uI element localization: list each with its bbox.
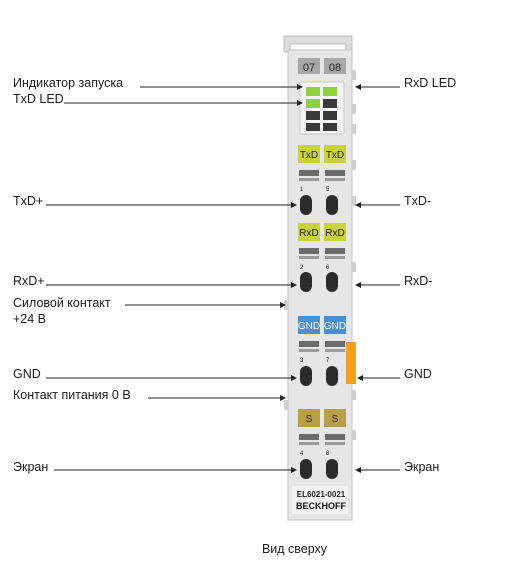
brand-name: BECKHOFF — [296, 501, 346, 511]
plate-rxd-1 — [298, 223, 320, 241]
top-clip — [283, 35, 353, 53]
plate-txd-1 — [298, 145, 320, 163]
label-rxd-led: RxD LED — [404, 76, 457, 90]
label-shield-right: Экран — [404, 460, 440, 474]
led-rxd — [323, 87, 337, 96]
label-txd-plus: TxD+ — [13, 194, 44, 208]
pin-number-8: 8 — [326, 451, 330, 457]
plate-text-gnd-2: GND — [324, 321, 346, 332]
label-power-contact-voltage: +24 В — [13, 312, 47, 326]
pin-number-3: 3 — [300, 358, 304, 364]
plate-text-gnd-1: GND — [298, 321, 320, 332]
pin-number-4: 4 — [300, 451, 304, 457]
led-run — [306, 87, 320, 96]
pin-number-6: 6 — [326, 265, 330, 271]
plate-text-txd-2: TxD — [326, 150, 344, 161]
label-gnd-right: GND — [404, 367, 432, 381]
channel-box-08 — [324, 58, 346, 74]
plate-text-rxd-1: RxD — [299, 228, 318, 239]
view-caption: Вид сверху — [261, 542, 328, 556]
plate-s-2 — [324, 409, 346, 427]
label-run-indicator: Индикатор запуска — [13, 76, 124, 90]
model-number: EL6021-0021 — [297, 490, 346, 499]
label-shield-left: Экран — [13, 460, 49, 474]
label-txd-minus: TxD- — [404, 194, 432, 208]
model-plate — [292, 486, 348, 514]
leader-lines — [46, 84, 400, 473]
plate-text-txd-1: TxD — [300, 150, 318, 161]
pin-number-5: 5 — [326, 187, 330, 193]
plate-rxd-2 — [324, 223, 346, 241]
plate-s-1 — [298, 409, 320, 427]
label-rxd-minus: RxD- — [404, 274, 433, 288]
label-supply-contact: Контакт питания 0 В — [13, 388, 131, 402]
channel-label-08: 08 — [329, 62, 341, 74]
label-txd-led: TxD LED — [13, 92, 64, 106]
pin-number-7: 7 — [326, 358, 330, 364]
plate-txd-2 — [324, 145, 346, 163]
plate-gnd-2 — [324, 316, 346, 334]
label-gnd-left: GND — [13, 367, 41, 381]
power-contact-orange — [346, 342, 356, 384]
led-indicators — [306, 87, 337, 131]
label-plates — [298, 145, 346, 427]
channel-label-07: 07 — [303, 62, 315, 74]
plate-text-s-1: S — [306, 414, 313, 425]
pin-number-1: 1 — [300, 187, 304, 193]
spring-clamps — [299, 170, 345, 479]
channel-box-07 — [298, 58, 320, 74]
label-power-contact: Силовой контакт — [13, 296, 111, 310]
pin-number-2: 2 — [300, 265, 304, 271]
led-txd — [306, 99, 320, 108]
plate-text-s-2: S — [332, 414, 339, 425]
plate-text-rxd-2: RxD — [325, 228, 344, 239]
plate-gnd-1 — [298, 316, 320, 334]
side-ribs — [352, 70, 356, 440]
label-rxd-plus: RxD+ — [13, 274, 45, 288]
